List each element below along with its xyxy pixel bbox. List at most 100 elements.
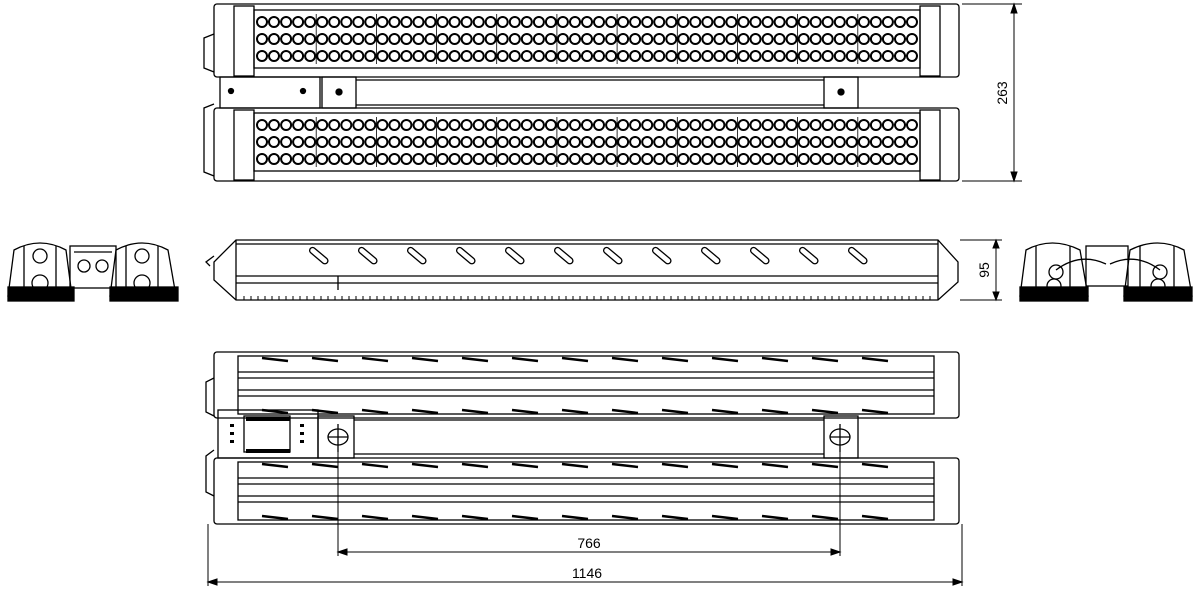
bottom-upper-handle (205, 377, 215, 417)
led-emitter (605, 136, 618, 148)
led-emitter (833, 136, 846, 148)
led-emitter (713, 119, 726, 131)
led-emitter (508, 50, 521, 62)
led-emitter (809, 136, 822, 148)
fin-mark (511, 514, 539, 521)
fin-mark (711, 408, 739, 415)
right-end-view (1019, 242, 1193, 302)
led-emitter (593, 136, 605, 148)
fin-mark (311, 408, 339, 415)
led-emitter (737, 50, 750, 62)
led-emitter (665, 119, 678, 131)
led-emitter (364, 119, 377, 131)
led-emitter (737, 136, 750, 148)
led-emitter (256, 16, 268, 28)
led-emitter (713, 136, 726, 148)
led-emitter (388, 33, 401, 45)
led-emitter (556, 136, 569, 148)
fin-mark (361, 462, 389, 469)
fin-mark (311, 356, 339, 363)
fin-mark (661, 408, 689, 415)
led-emitter (376, 153, 389, 165)
front-slot (847, 246, 868, 265)
led-emitter (749, 153, 762, 165)
led-emitter (581, 119, 593, 131)
led-emitter (845, 33, 858, 45)
led-emitter (821, 33, 834, 45)
led-emitter (520, 153, 533, 165)
led-emitter (725, 16, 738, 28)
led-emitter (593, 119, 605, 131)
fin-mark (261, 356, 289, 363)
led-emitter (749, 136, 762, 148)
led-emitter (460, 33, 473, 45)
front-slot (406, 246, 427, 265)
led-emitter (268, 50, 280, 62)
led-emitter (436, 33, 449, 45)
led-emitter (725, 50, 738, 62)
fin-mark (761, 514, 789, 521)
led-emitter (725, 136, 738, 148)
led-emitter (388, 119, 401, 131)
lower-fixture-body (213, 107, 960, 182)
led-emitter (364, 50, 377, 62)
led-emitter (629, 153, 642, 165)
led-emitter (906, 50, 918, 62)
led-emitter (773, 136, 786, 148)
fin-mark (311, 514, 339, 521)
front-fin-ticks (243, 296, 931, 300)
led-emitter (809, 119, 822, 131)
led-emitter (869, 50, 882, 62)
led-emitter (280, 119, 293, 131)
end-connector-box (69, 245, 117, 289)
front-slot-row (308, 246, 868, 265)
led-emitter (352, 153, 365, 165)
led-emitter (364, 33, 377, 45)
led-emitter (412, 50, 425, 62)
led-emitter (653, 16, 666, 28)
led-emitter (388, 136, 401, 148)
led-emitter (484, 33, 497, 45)
led-emitter (773, 33, 786, 45)
fin-mark (261, 462, 289, 469)
led-emitter (845, 153, 858, 165)
led-emitter (881, 33, 894, 45)
fin-mark (611, 514, 639, 521)
led-emitter (725, 33, 738, 45)
fin-mark (261, 514, 289, 521)
led-emitter (881, 153, 894, 165)
led-emitter (869, 33, 882, 45)
led-emitter (556, 153, 569, 165)
led-emitter (593, 50, 605, 62)
fin-mark (361, 356, 389, 363)
led-emitter (268, 16, 280, 28)
led-emitter (304, 119, 317, 131)
led-emitter (448, 16, 461, 28)
led-emitter (364, 153, 377, 165)
led-emitter (749, 33, 762, 45)
bottom-bracket-right (823, 415, 859, 459)
led-emitter (532, 119, 545, 131)
led-emitter (593, 16, 605, 28)
led-emitter (869, 16, 882, 28)
led-emitter (256, 136, 268, 148)
led-emitter (496, 119, 509, 131)
led-emitter (665, 33, 678, 45)
fin-mark (861, 408, 889, 415)
led-emitter (472, 50, 485, 62)
upper-endcap-right (919, 5, 941, 77)
led-emitter (304, 153, 317, 165)
led-emitter (496, 33, 509, 45)
led-emitter (472, 33, 485, 45)
led-emitter (484, 153, 497, 165)
led-emitter (532, 153, 545, 165)
led-emitter (472, 153, 485, 165)
led-emitter (725, 119, 738, 131)
led-emitter (556, 119, 569, 131)
front-slot (700, 246, 721, 265)
led-emitter (797, 136, 810, 148)
led-emitter (773, 119, 786, 131)
led-emitter (701, 33, 714, 45)
front-slot (455, 246, 476, 265)
fin-mark (811, 514, 839, 521)
